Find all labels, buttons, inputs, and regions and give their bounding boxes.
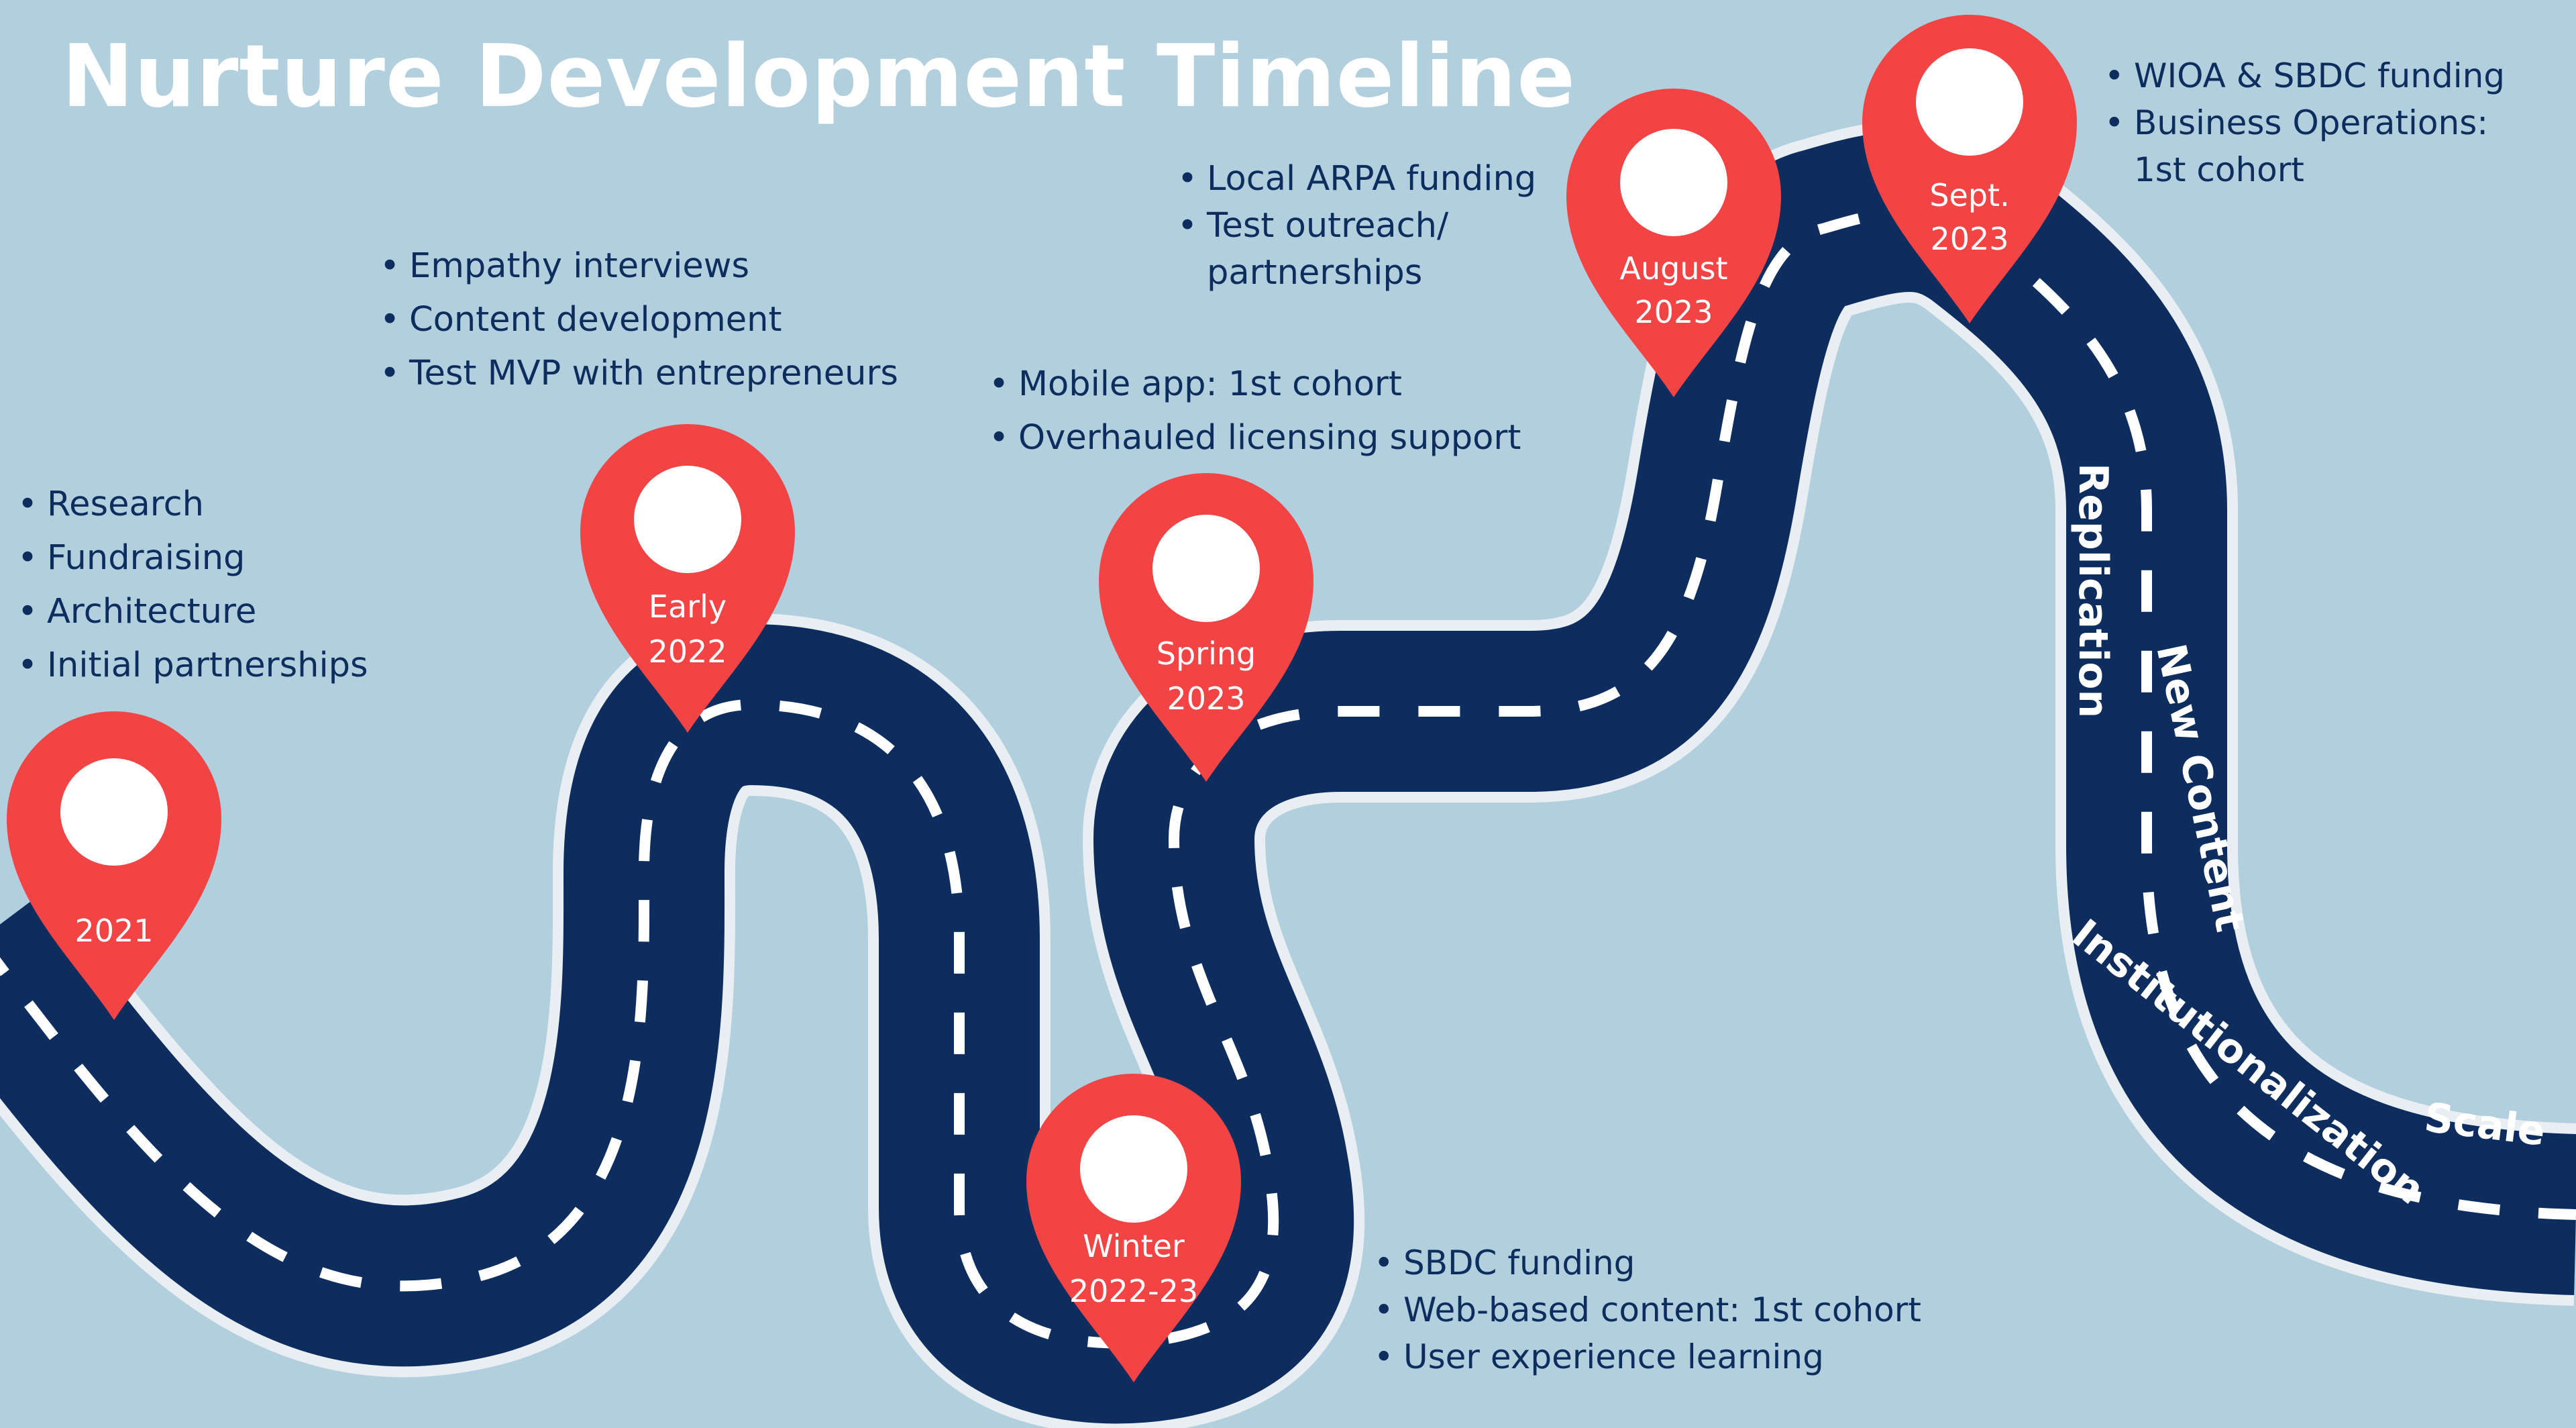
note-august-item-text: Local ARPA funding — [1207, 159, 1537, 199]
pin-early-2022-shape — [580, 424, 795, 733]
note-2021-item: Research — [17, 478, 368, 531]
notes-winter-2022-23: SBDC funding Web-based content: 1st coho… — [1374, 1239, 1921, 1380]
note-winter-item: SBDC funding — [1374, 1239, 1921, 1286]
note-winter-item: User experience learning — [1374, 1333, 1921, 1380]
pin-spring-shape — [1099, 473, 1313, 782]
note-spring-item: Mobile app: 1st cohort — [989, 358, 1521, 411]
pin-sept-hole — [1916, 48, 2023, 156]
pin-sept-2023: Sept. 2023 — [1862, 15, 2077, 323]
note-winter-item: Web-based content: 1st cohort — [1374, 1286, 1921, 1333]
pin-spring-hole — [1152, 515, 1260, 622]
notes-sept-2023: WIOA & SBDC funding Business Operations:… — [2104, 52, 2505, 193]
note-2021-item: Initial partnerships — [17, 639, 368, 693]
note-sept-item: WIOA & SBDC funding — [2104, 52, 2505, 99]
notes-2021: Research Fundraising Architecture Initia… — [17, 478, 368, 693]
pin-august-label-line2: 2023 — [1634, 294, 1713, 330]
pin-winter-label-line2: 2022-23 — [1069, 1273, 1198, 1309]
pin-winter-hole — [1080, 1115, 1187, 1223]
pin-sept-shape — [1862, 15, 2077, 323]
note-sept-item-text-cont: 1st cohort — [2134, 150, 2304, 189]
note-2021-item: Architecture — [17, 585, 368, 639]
phase-label-replication: Replication — [2070, 463, 2116, 718]
note-august-item: Test outreach/ partnerships — [1177, 203, 1536, 297]
notes-early-2022: Empathy interviews Content development T… — [380, 240, 898, 401]
note-2021-item: Fundraising — [17, 531, 368, 585]
pin-august-hole — [1620, 129, 1727, 236]
pin-winter-2022-23: Winter 2022-23 — [1026, 1074, 1241, 1382]
pin-2021: 2021 — [7, 711, 221, 1020]
page-title: Nurture Development Timeline — [62, 27, 1576, 127]
pin-august-shape — [1566, 89, 1781, 397]
pin-sept-label-line1: Sept. — [1929, 177, 2009, 213]
pin-early-2022-label-line1: Early — [649, 589, 727, 625]
note-august-item: Local ARPA funding — [1177, 156, 1536, 203]
note-sept-item-text: WIOA & SBDC funding — [2134, 56, 2506, 95]
milestone-pins: 2021 Early 2022 Winter 2022-23 Spring 20… — [7, 15, 2077, 1382]
pin-early-2022-label-line2: 2022 — [648, 633, 727, 670]
note-early-2022-item: Content development — [380, 293, 898, 347]
pin-2021-hole — [60, 758, 168, 866]
note-early-2022-item: Test MVP with entrepreneurs — [380, 347, 898, 401]
road-center-dashes — [0, 206, 2576, 1349]
pin-winter-label-line1: Winter — [1083, 1228, 1185, 1264]
pin-spring-2023: Spring 2023 — [1099, 473, 1313, 782]
note-spring-item: Overhauled licensing support — [989, 411, 1521, 465]
notes-spring-2023: Mobile app: 1st cohort Overhauled licens… — [989, 358, 1521, 465]
note-early-2022-item: Empathy interviews — [380, 240, 898, 293]
pin-august-label-line1: August — [1620, 250, 1728, 287]
note-sept-item-text: Business Operations: — [2134, 103, 2489, 142]
pin-early-2022-hole — [634, 466, 741, 573]
pin-winter-shape — [1026, 1074, 1241, 1382]
note-august-item-text: Test outreach/ — [1207, 206, 1449, 246]
notes-august-2023: Local ARPA funding Test outreach/ partne… — [1177, 156, 1536, 297]
pin-early-2022: Early 2022 — [580, 424, 795, 733]
note-august-item-text-cont: partnerships — [1207, 253, 1423, 293]
pin-august-2023: August 2023 — [1566, 89, 1781, 397]
pin-sept-label-line2: 2023 — [1930, 221, 2008, 257]
note-sept-item: Business Operations: 1st cohort — [2104, 99, 2505, 193]
pin-spring-label-line2: 2023 — [1167, 680, 1245, 717]
pin-2021-label-line1: 2021 — [74, 913, 153, 949]
pin-spring-label-line1: Spring — [1157, 635, 1256, 672]
